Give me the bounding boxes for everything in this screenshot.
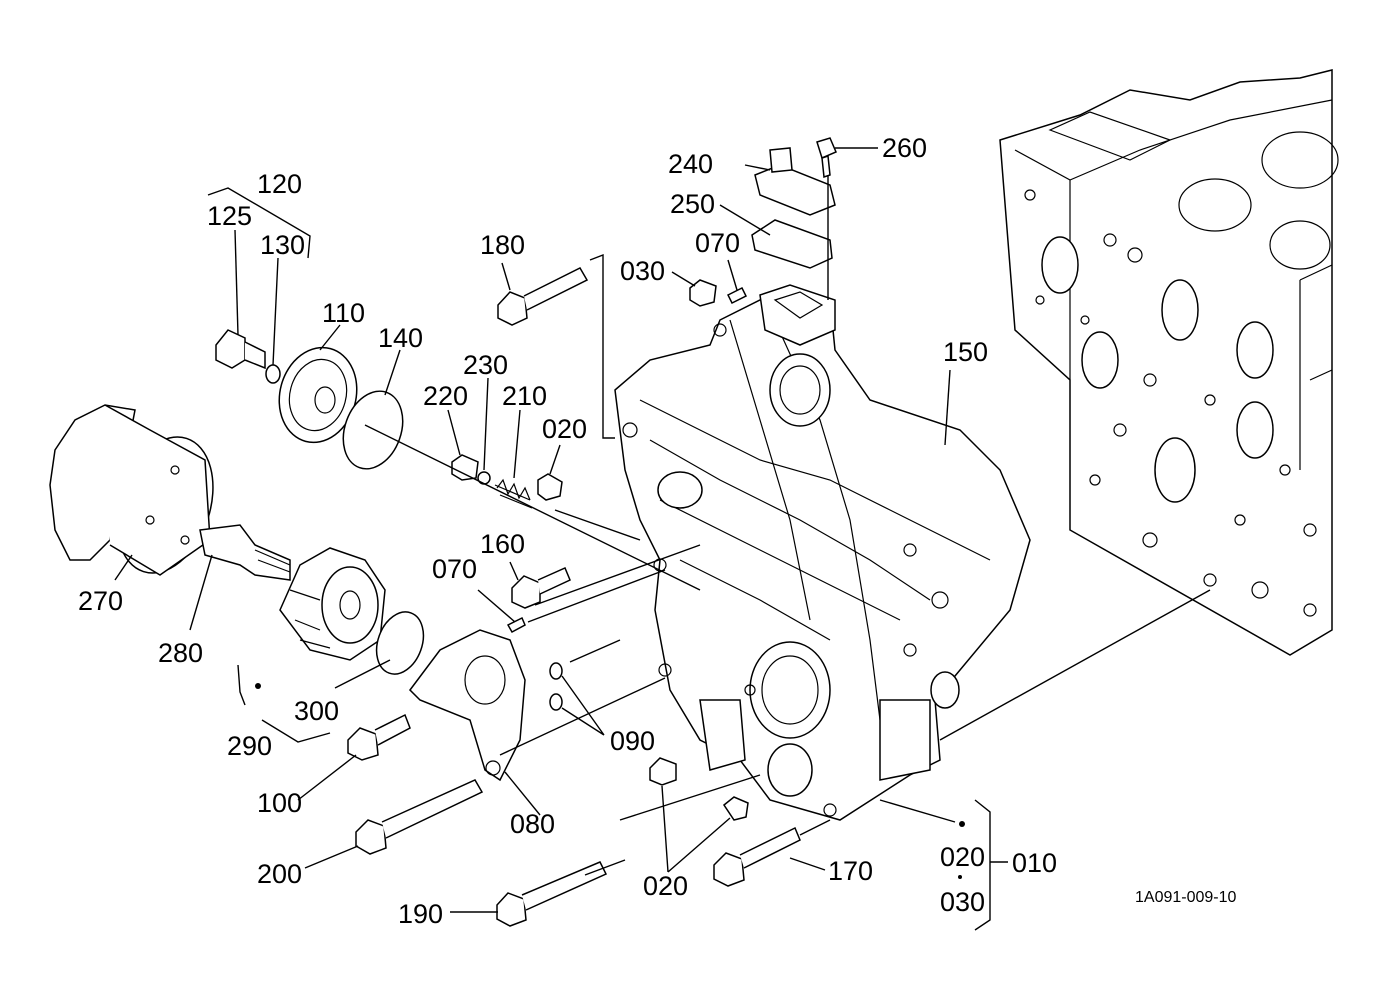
callout-150: 150: [943, 337, 988, 367]
bolt-125-icon: [215, 329, 266, 370]
spring-210-icon: [494, 478, 533, 509]
callout-240: 240: [668, 149, 713, 179]
callout-230: 230: [463, 350, 508, 380]
callout-labels: 120 125 130 110 140 180 240 260 250 070 …: [78, 133, 1237, 929]
o-ring-140-icon: [342, 390, 404, 470]
callout-080: 080: [510, 809, 555, 839]
bolt-170-icon: [713, 826, 801, 887]
nipple-280-icon: [199, 524, 291, 581]
o-ring-090a-icon: [549, 662, 563, 680]
callout-110: 110: [322, 298, 365, 328]
bolt-100-icon: [347, 713, 411, 761]
callout-210: 210: [502, 381, 547, 411]
callout-020-lower: 020: [643, 871, 688, 901]
bolt-190-icon: [496, 861, 608, 927]
callout-030-group: 030: [940, 887, 985, 917]
callout-070-lower: 070: [432, 554, 477, 584]
sleeve-220-icon: [451, 454, 479, 481]
callout-200: 200: [257, 859, 302, 889]
pin-070-lower-icon: [506, 616, 526, 634]
cover-240-icon: [754, 147, 836, 216]
callout-100: 100: [257, 788, 302, 818]
callout-180: 180: [480, 230, 525, 260]
bolt-160-icon: [511, 567, 571, 609]
reference-code: 1A091-009-10: [1135, 889, 1237, 906]
housing-080-icon: [409, 629, 526, 782]
callout-140: 140: [378, 323, 423, 353]
ring-130-icon: [265, 364, 281, 384]
plug-030-upper-icon: [689, 279, 717, 307]
plate-110-icon: [278, 346, 358, 444]
pin-070-upper-icon: [726, 286, 748, 305]
bolt-180-icon: [497, 267, 589, 326]
callout-300: 300: [294, 696, 339, 726]
callout-010: 010: [1012, 848, 1057, 878]
bolt-260-icon: [816, 137, 837, 179]
bolt-200-icon: [355, 779, 484, 855]
plug-020-icon: [537, 473, 563, 501]
callout-290: 290: [227, 731, 272, 761]
callout-030-upper: 030: [620, 256, 665, 286]
o-ring-300-icon: [375, 611, 425, 675]
callout-130: 130: [260, 230, 305, 260]
callout-070-upper: 070: [695, 228, 740, 258]
callout-125: 125: [207, 201, 252, 231]
callout-120: 120: [257, 169, 302, 199]
callout-250: 250: [670, 189, 715, 219]
plug-020-lower-b-icon: [722, 796, 749, 821]
plug-020-lower-a-icon: [649, 757, 677, 786]
callout-280: 280: [158, 638, 203, 668]
gear-case-icon: [614, 284, 1031, 821]
callout-020-upper: 020: [542, 414, 587, 444]
o-ring-090b-icon: [549, 693, 563, 711]
leader-lines: [114, 147, 1211, 931]
callout-020-group: 020: [940, 842, 985, 872]
oil-cooler-290-icon: [279, 547, 386, 661]
callout-190: 190: [398, 899, 443, 929]
callout-160: 160: [480, 529, 525, 559]
engine-block-icon: [999, 69, 1339, 656]
callout-090: 090: [610, 726, 655, 756]
callout-170: 170: [828, 856, 873, 886]
oil-filter-icon: [49, 404, 214, 576]
callout-260: 260: [882, 133, 927, 163]
callout-270: 270: [78, 586, 123, 616]
callout-220: 220: [423, 381, 468, 411]
gasket-250-icon: [751, 219, 833, 269]
